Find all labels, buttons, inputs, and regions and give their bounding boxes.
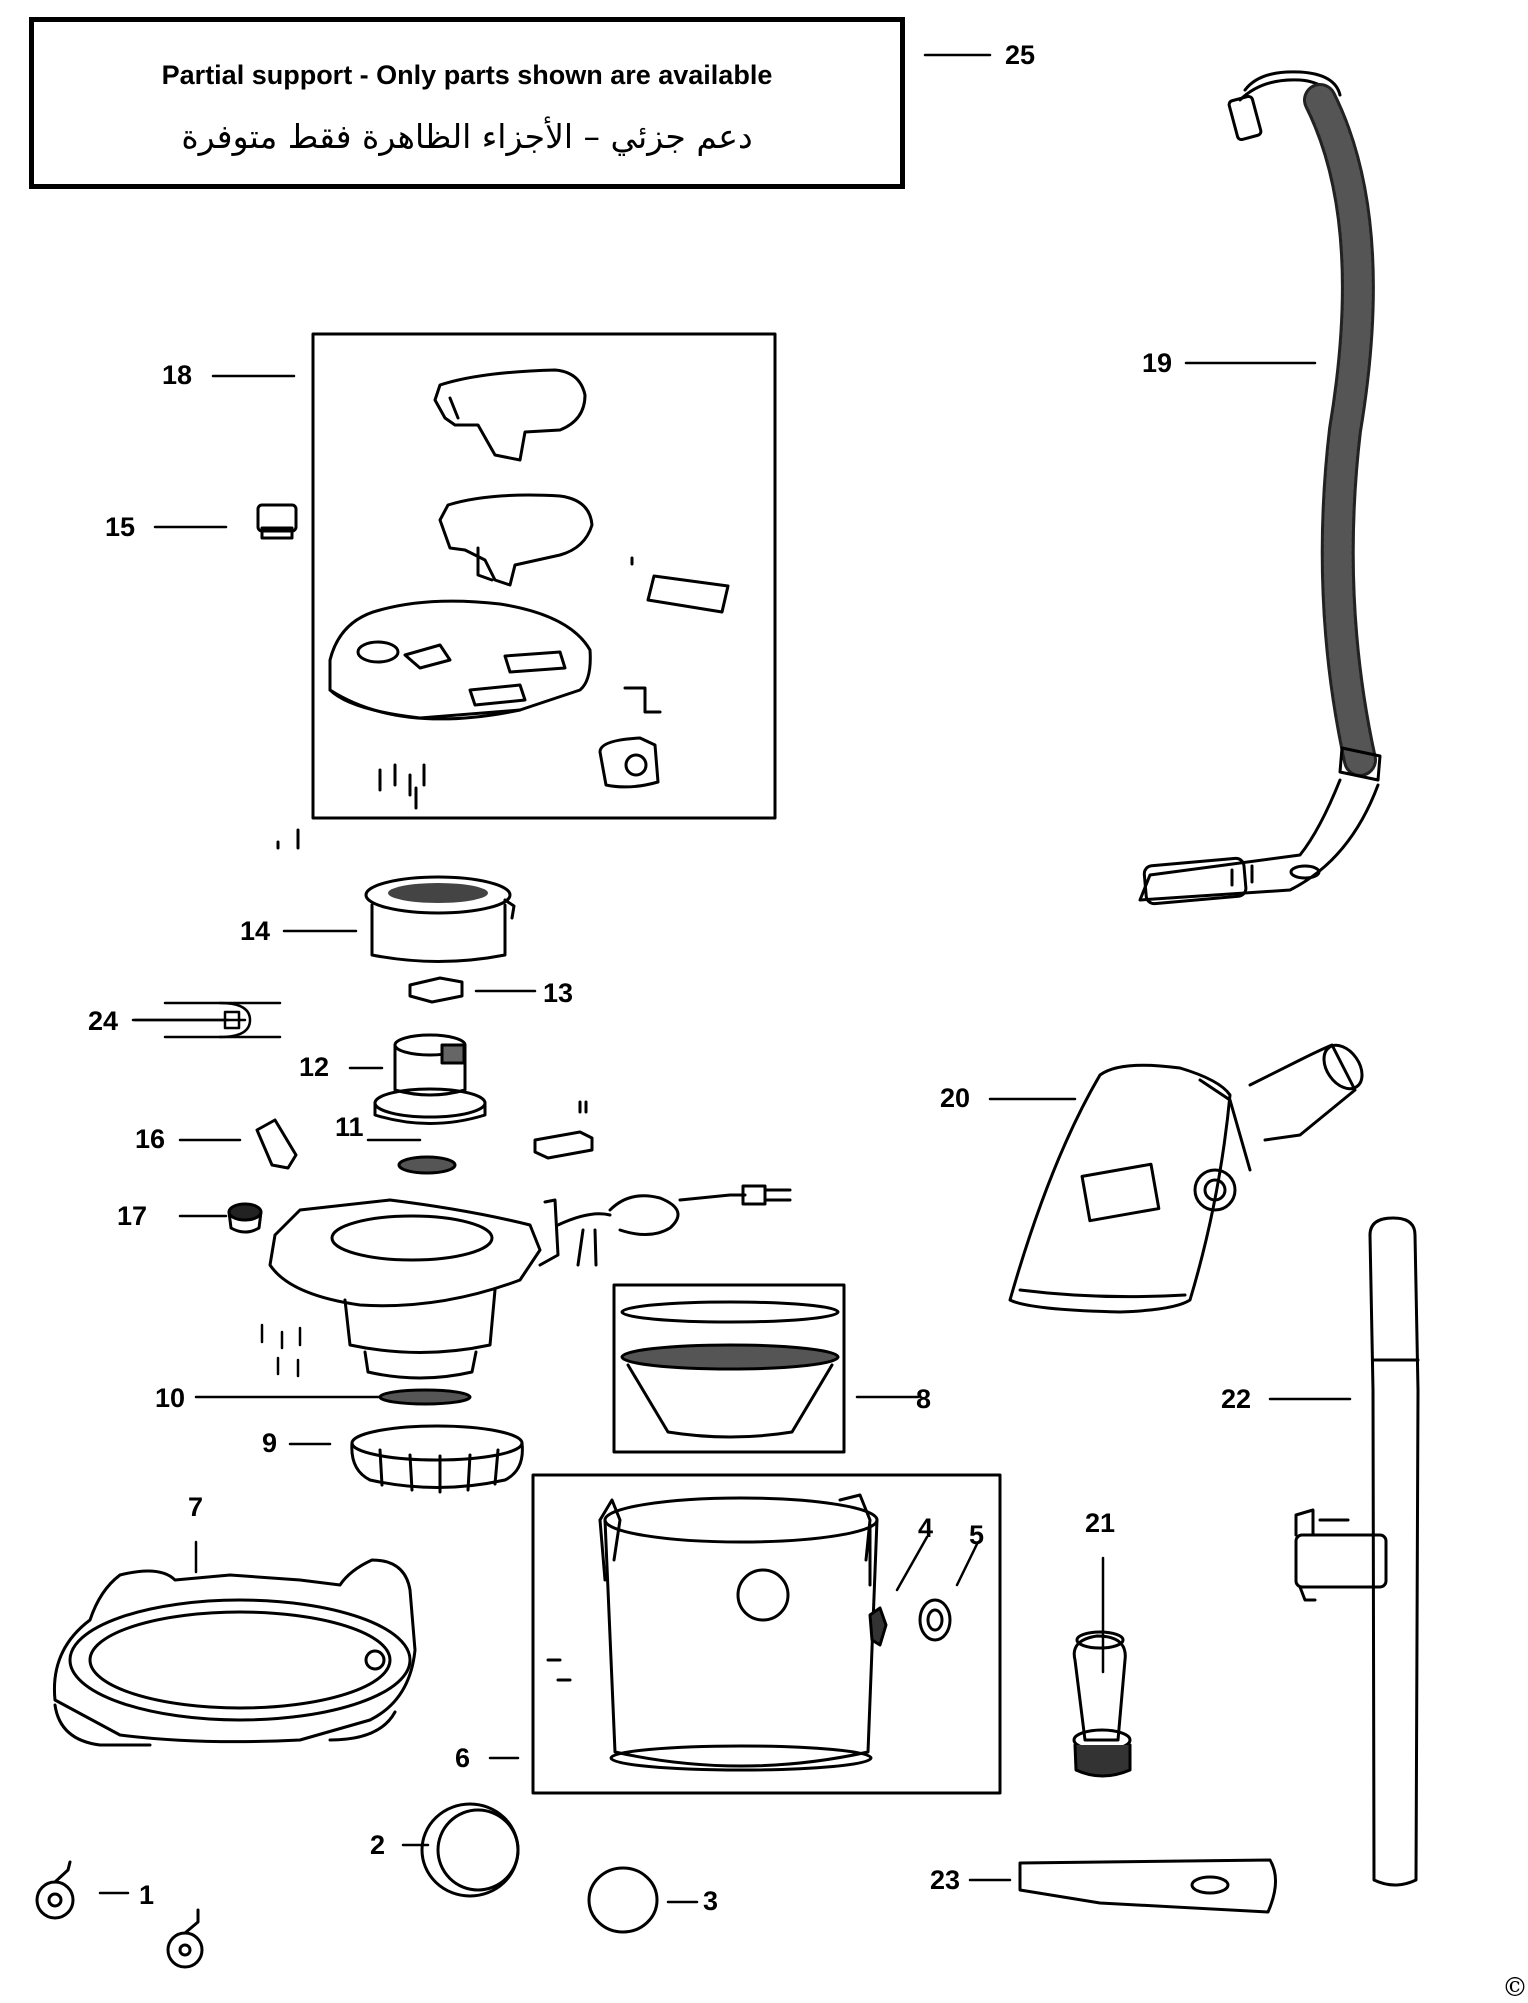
filter-housing-part	[364, 875, 516, 963]
callout-5: 5	[969, 1520, 985, 1550]
callout-3: 3	[703, 1886, 719, 1916]
partial-support-notice: Partial support - Only parts shown are a…	[29, 17, 905, 189]
extension-tube-part	[1294, 1216, 1420, 1887]
knob-part	[227, 1202, 263, 1234]
gasket-part	[378, 1388, 472, 1406]
dusting-brush-part	[1072, 1630, 1132, 1778]
callout-16: 16	[135, 1124, 166, 1154]
filter-disc-part	[587, 1866, 659, 1934]
motor-cover-kit-box	[311, 332, 777, 820]
round-filter-part	[420, 1802, 520, 1898]
filter-kit-box	[612, 1283, 846, 1454]
switch-part	[256, 503, 298, 540]
container-part	[546, 1493, 879, 1772]
callout-13: 13	[543, 978, 574, 1008]
filter-part	[620, 1300, 840, 1439]
motor-seal-part	[397, 1155, 457, 1175]
callout-23: 23	[930, 1865, 961, 1895]
callout-14: 14	[240, 916, 271, 946]
callout-25: 25	[1005, 40, 1036, 70]
notice-text-english: Partial support - Only parts shown are a…	[161, 60, 773, 90]
container-kit-box	[531, 1473, 1002, 1795]
callout-22: 22	[1221, 1384, 1252, 1414]
callout-19: 19	[1142, 348, 1173, 378]
latch-part	[868, 1606, 888, 1647]
castor-wheels-part	[35, 1860, 204, 1969]
callout-9: 9	[262, 1428, 278, 1458]
floor-nozzle-part	[1008, 1043, 1364, 1314]
callout-18: 18	[162, 360, 193, 390]
copyright-mark: ©	[1502, 1973, 1528, 2003]
hose-connector-part	[255, 1118, 298, 1170]
callout-7: 7	[188, 1492, 204, 1522]
plug-part	[918, 1598, 952, 1642]
callout-11: 11	[335, 1112, 364, 1142]
wiring-part	[163, 1001, 282, 1039]
motor-bracket-part	[408, 976, 464, 1004]
callout-24: 24	[88, 1006, 119, 1036]
crevice-tool-part	[1018, 1858, 1277, 1914]
hose-part	[1138, 70, 1382, 906]
callout-1: 1	[139, 1880, 155, 1910]
leader-lines	[98, 53, 1352, 1904]
callout-4: 4	[918, 1513, 934, 1543]
notice-text-arabic: دعم جزئي – الأجزاء الظاهرة فقط متوفرة	[181, 117, 753, 156]
callout-2: 2	[370, 1830, 386, 1860]
callout-17: 17	[117, 1201, 148, 1231]
callout-6: 6	[455, 1743, 471, 1773]
callout-21: 21	[1085, 1508, 1116, 1538]
base-screws	[260, 1323, 302, 1378]
top-cover-assembly	[328, 368, 730, 810]
filter-cage-part	[350, 1424, 524, 1494]
motor-base-part	[268, 1184, 792, 1380]
terminal-block-part	[533, 1130, 594, 1160]
callout-20: 20	[940, 1083, 971, 1113]
callout-12: 12	[299, 1052, 330, 1082]
callout-8: 8	[916, 1384, 932, 1414]
callout-10: 10	[155, 1383, 186, 1413]
base-trolley-part	[52, 1558, 417, 1747]
callout-15: 15	[105, 512, 136, 542]
motor-part	[373, 1033, 487, 1125]
